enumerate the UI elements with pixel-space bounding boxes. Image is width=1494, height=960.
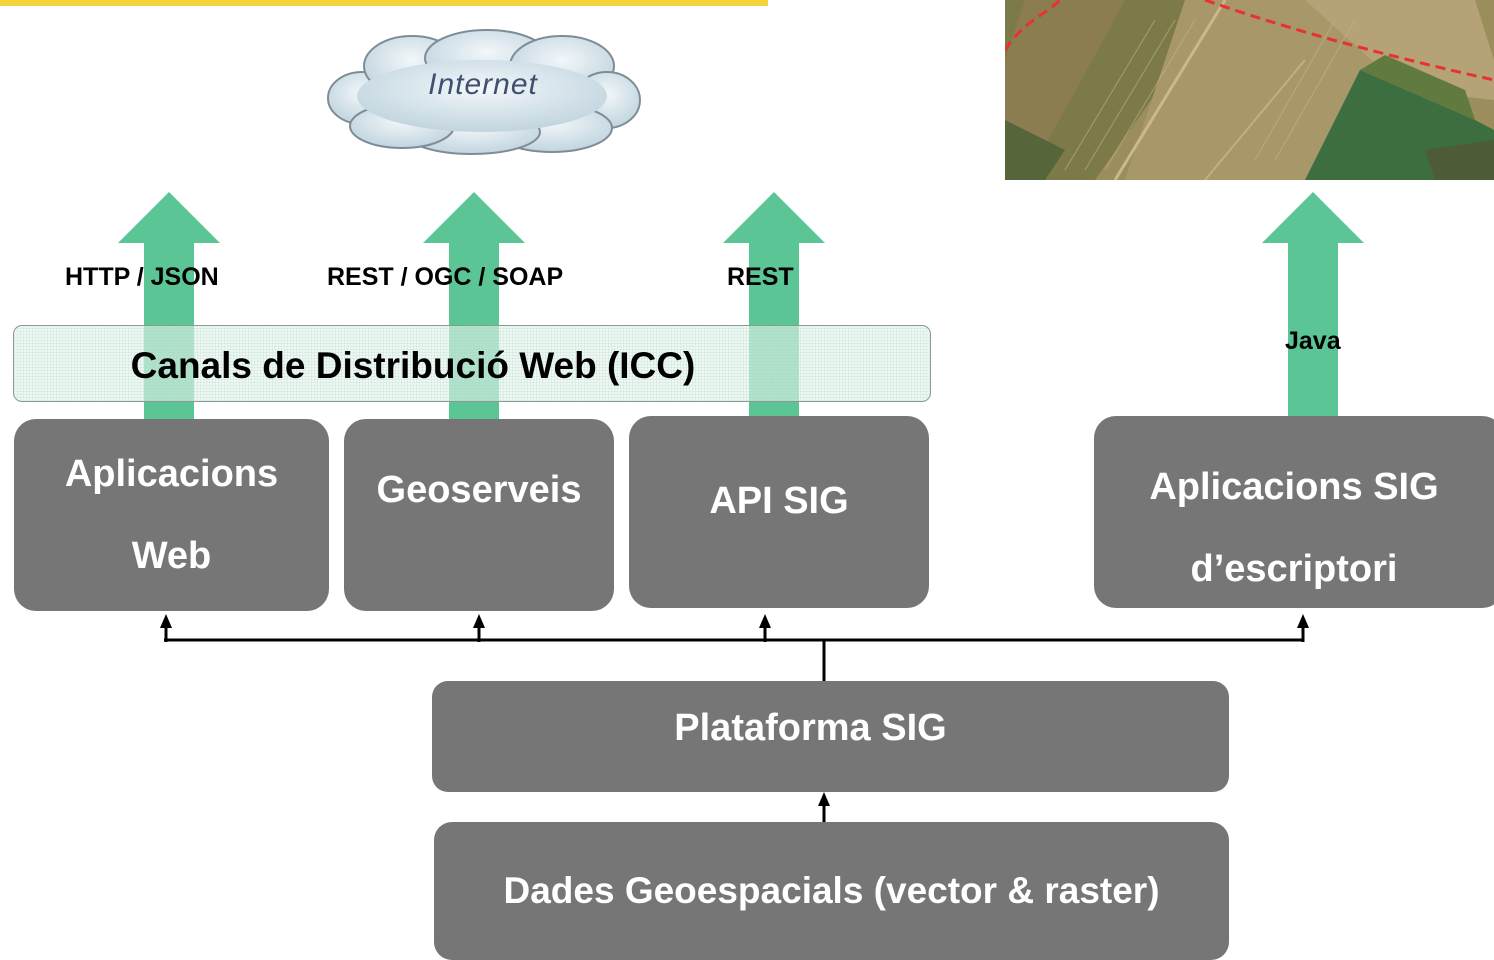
arrowhead-icon — [1297, 614, 1309, 628]
desktop-apps-label-line1: Aplicacions SIG — [1149, 466, 1439, 508]
aerial-photo — [1005, 0, 1494, 180]
header-accent-bar — [0, 0, 768, 6]
desktop-arrow-up-icon — [1262, 192, 1364, 422]
geoserveis-label: Geoserveis — [376, 469, 582, 511]
geodata-box: Dades Geoespacials (vector & raster) — [434, 822, 1229, 960]
protocol-label-geoserveis: REST / OGC / SOAP — [327, 263, 564, 291]
protocol-label-web: HTTP / JSON — [65, 263, 219, 291]
web-apps-box: Aplicacions Web — [14, 419, 329, 611]
desktop-apps-box: Aplicacions SIG d’escriptori — [1094, 416, 1494, 608]
api-arrow-up-icon — [723, 192, 825, 422]
web-apps-label-line2: Web — [131, 535, 212, 577]
arrowhead-icon — [160, 614, 172, 628]
geoserveis-box: Geoserveis — [344, 419, 614, 611]
api-sig-label: API SIG — [709, 480, 849, 522]
web-arrow-up-icon — [118, 192, 220, 422]
geoserveis-arrow-up-icon — [423, 192, 525, 422]
cloud-icon — [327, 29, 641, 155]
arrowhead-icon — [759, 614, 771, 628]
distribution-channel-band: Canals de Distribució Web (ICC) — [13, 325, 931, 402]
cloud-label: Internet — [428, 68, 538, 101]
protocol-label-api: REST — [727, 263, 794, 291]
protocol-label-desktop: Java — [1285, 327, 1341, 355]
arrowhead-icon — [473, 614, 485, 628]
channel-label: Canals de Distribució Web (ICC) — [130, 345, 696, 386]
platform-box: Plataforma SIG — [432, 681, 1229, 792]
arrowhead-icon — [818, 792, 830, 806]
platform-label: Plataforma SIG — [674, 707, 947, 749]
api-sig-box: API SIG — [629, 416, 929, 608]
web-apps-label-line1: Aplicacions — [64, 453, 279, 495]
desktop-apps-label-line2: d’escriptori — [1190, 548, 1398, 590]
internet-cloud: Internet — [322, 28, 644, 156]
geodata-label: Dades Geoespacials (vector & raster) — [503, 870, 1160, 911]
